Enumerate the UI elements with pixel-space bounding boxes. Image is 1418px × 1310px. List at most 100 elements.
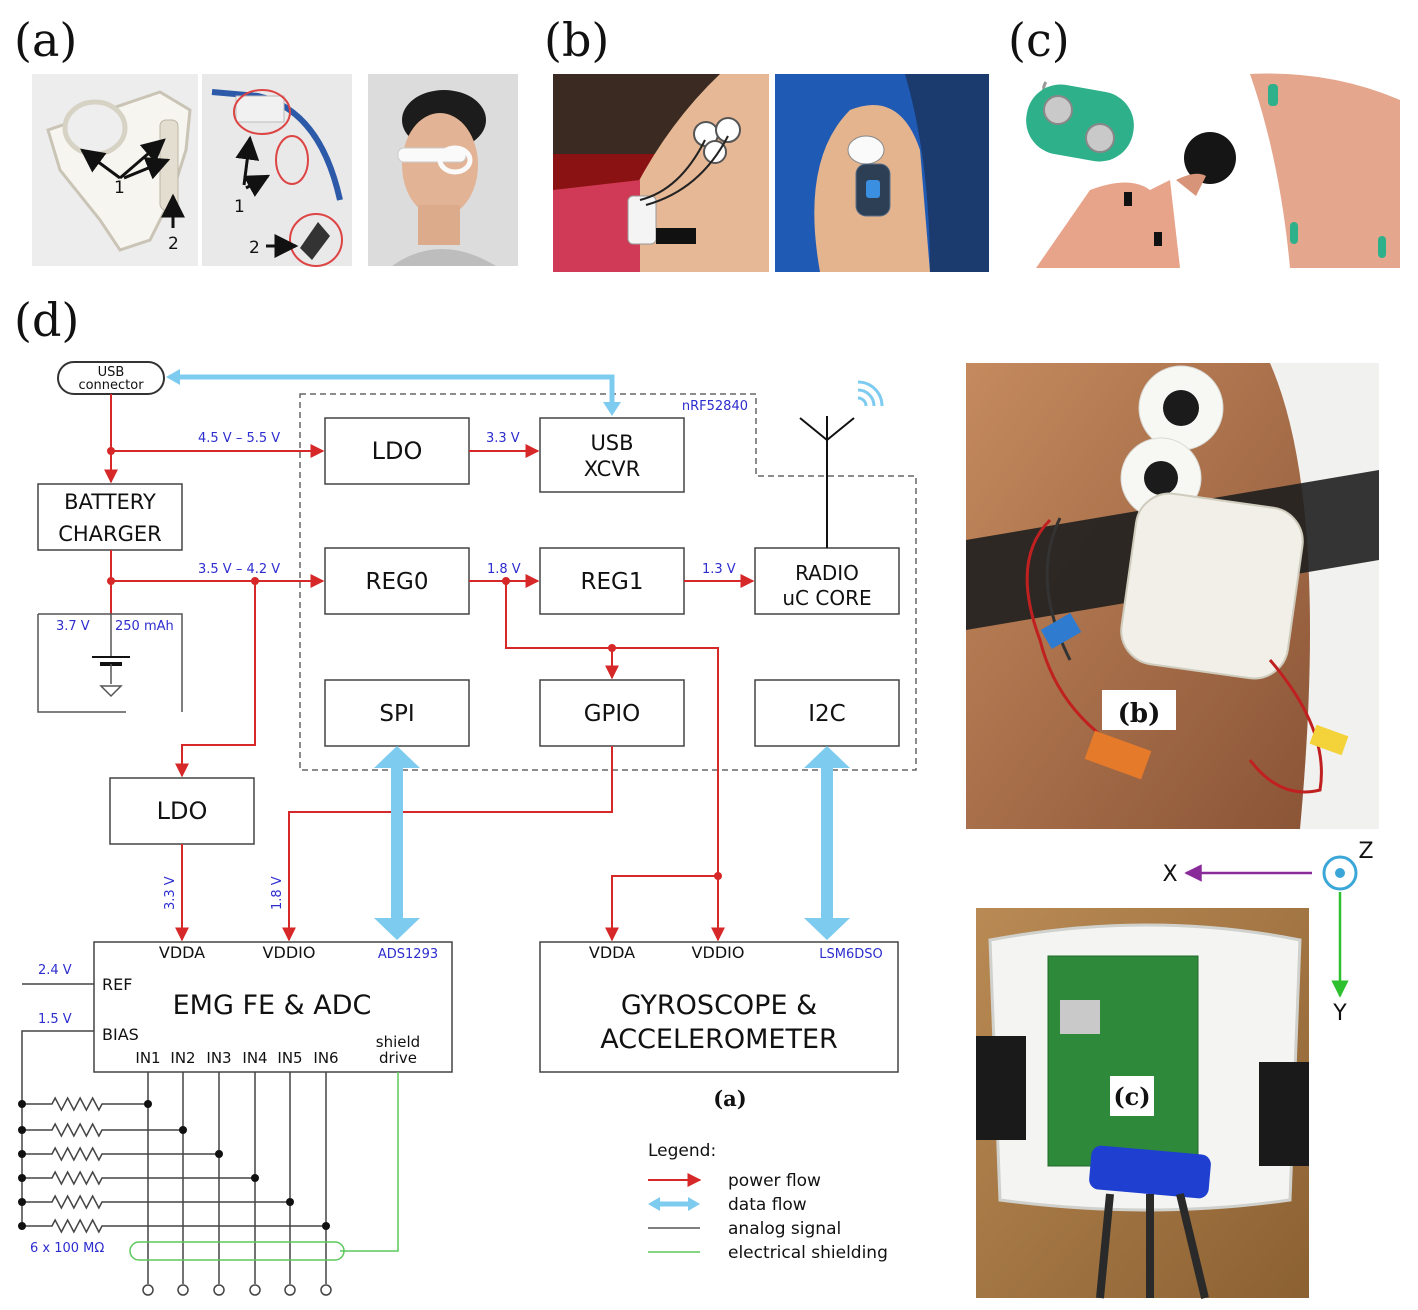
emg-pin-shield-2: drive <box>379 1049 417 1067</box>
legend-label-power: power flow <box>728 1171 821 1191</box>
i2c-label: I2C <box>808 701 845 727</box>
panel-label-b: (b) <box>544 13 609 67</box>
reg1-label: REG1 <box>581 569 644 595</box>
temple-tag-1: 1 <box>234 197 245 217</box>
band-photo-label: (b) <box>1118 699 1161 729</box>
ldo-bottom-block: LDO <box>109 777 255 845</box>
legend-label-data: data flow <box>728 1195 807 1215</box>
wireless-signal-icon <box>857 380 884 407</box>
emg-pin-vdda: VDDA <box>159 943 205 962</box>
usb-xcvr-block: USB XCVR <box>539 417 685 493</box>
ldo-top-block: LDO <box>324 417 470 485</box>
photo-person-wearing-glasses <box>368 74 518 266</box>
radio-core-label-2: uC CORE <box>782 586 871 610</box>
radio-core-label-1: RADIO <box>795 561 859 585</box>
battery-cell <box>37 613 183 713</box>
emg-pin-in1: IN1 <box>135 1049 160 1067</box>
legend-label-shield: electrical shielding <box>728 1243 888 1263</box>
legend-swatch-data <box>648 1197 700 1211</box>
bias-resistor <box>18 1096 152 1112</box>
imu-axes-indicator: X Y Z <box>1162 839 1373 1026</box>
reg0-label: REG0 <box>366 569 429 595</box>
legend-title: Legend: <box>648 1141 716 1161</box>
bias-resistor <box>18 1170 259 1186</box>
legend-label-analog: analog signal <box>728 1219 841 1239</box>
spi-block: SPI <box>324 679 470 747</box>
voltage-vdda-emg: 3.3 V <box>163 876 178 910</box>
temple-tag-2: 2 <box>249 238 260 258</box>
voltage-reg1-out: 1.3 V <box>702 562 736 577</box>
emg-frontend-block: VDDA VDDIO ADS1293 REF BIAS EMG FE & ADC… <box>93 941 453 1073</box>
soc-boundary <box>299 393 917 771</box>
emg-pin-in6: IN6 <box>313 1049 338 1067</box>
diagram-caption-a: (a) <box>713 1086 746 1111</box>
input-terminal <box>320 1284 332 1296</box>
battery-capacity: 250 mAh <box>115 619 174 634</box>
input-terminal <box>284 1284 296 1296</box>
gpio-label: GPIO <box>584 701 641 727</box>
gyro-accel-block: VDDA VDDIO LSM6DSO GYROSCOPE & ACCELEROM… <box>539 941 899 1073</box>
spi-label: SPI <box>379 701 414 727</box>
emg-pin-vddio: VDDIO <box>263 943 316 962</box>
battery-charger-block: BATTERY CHARGER <box>37 483 183 551</box>
input-terminals <box>142 1284 332 1296</box>
voltage-vddio-emg: 1.8 V <box>270 876 285 910</box>
gyro-title-2: ACCELEROMETER <box>600 1024 838 1055</box>
emg-chip-name: ADS1293 <box>378 947 438 962</box>
reg0-block: REG0 <box>324 547 470 615</box>
axis-z-circle <box>1322 855 1358 891</box>
ldo-top-label: LDO <box>372 437 423 465</box>
axis-z-dot <box>1335 868 1345 878</box>
antenna-icon <box>799 416 855 548</box>
voltage-usb-in: 4.5 V – 5.5 V <box>198 431 280 446</box>
radio-core-block: RADIO uC CORE <box>754 547 900 615</box>
battery-charger-label-1: BATTERY <box>64 490 156 514</box>
usb-data-link <box>166 369 621 416</box>
i2c-data-link <box>804 746 850 940</box>
battery-voltage: 3.7 V <box>56 619 90 634</box>
shield-drive-line <box>129 1072 399 1261</box>
bias-resistor <box>18 1218 330 1234</box>
gyro-pin-vdda: VDDA <box>589 943 635 962</box>
emg-pin-in4: IN4 <box>242 1049 267 1067</box>
input-terminal <box>213 1284 225 1296</box>
usb-connector-label-2: connector <box>78 378 144 393</box>
power-junctions <box>107 447 722 880</box>
axis-z-label: Z <box>1358 839 1373 864</box>
voltage-ref: 2.4 V <box>38 963 72 978</box>
emg-pin-shield-1: shield <box>376 1033 420 1051</box>
gyro-chip-name: LSM6DSO <box>819 947 882 962</box>
battery-charger-label-2: CHARGER <box>58 522 162 546</box>
ldo-bottom-label: LDO <box>157 797 208 825</box>
glasses-tag-2: 2 <box>168 234 179 254</box>
voltage-battery-bus: 3.5 V – 4.2 V <box>198 562 280 577</box>
photo-open-sensor-housing: (c) <box>976 908 1309 1299</box>
emg-pin-in3: IN3 <box>206 1049 231 1067</box>
voltage-ldo-out: 3.3 V <box>486 431 520 446</box>
bias-resistor <box>18 1194 294 1210</box>
photo-calf-emg-electrodes <box>553 74 769 272</box>
bias-resistor-network <box>18 1096 330 1234</box>
usb-connector: USB connector <box>57 361 165 395</box>
bias-resistor <box>18 1122 187 1138</box>
photo-wearable-band-on-leg: (b) <box>966 363 1379 829</box>
legend: Legend: power flow data flow analog sign… <box>648 1141 888 1263</box>
emg-pin-in2: IN2 <box>170 1049 195 1067</box>
usb-xcvr-label-1: USB <box>590 431 633 455</box>
emg-title: EMG FE & ADC <box>173 990 372 1021</box>
panel-label-c: (c) <box>1008 13 1070 67</box>
gyro-title-1: GYROSCOPE & <box>621 990 817 1021</box>
axis-x-label: X <box>1162 862 1177 887</box>
usb-connector-label-1: USB <box>98 365 125 380</box>
voltage-bias: 1.5 V <box>38 1012 72 1027</box>
gpio-block: GPIO <box>539 679 685 747</box>
gyro-pin-vddio: VDDIO <box>692 943 745 962</box>
glasses-tag-1: 1 <box>114 178 125 198</box>
bias-resistor <box>18 1146 223 1162</box>
i2c-block: I2C <box>754 679 900 747</box>
emg-pin-in5: IN5 <box>277 1049 302 1067</box>
panel-label-d: (d) <box>14 293 79 347</box>
photo-electrode-arm-leg <box>1026 72 1400 268</box>
input-terminal <box>177 1284 189 1296</box>
